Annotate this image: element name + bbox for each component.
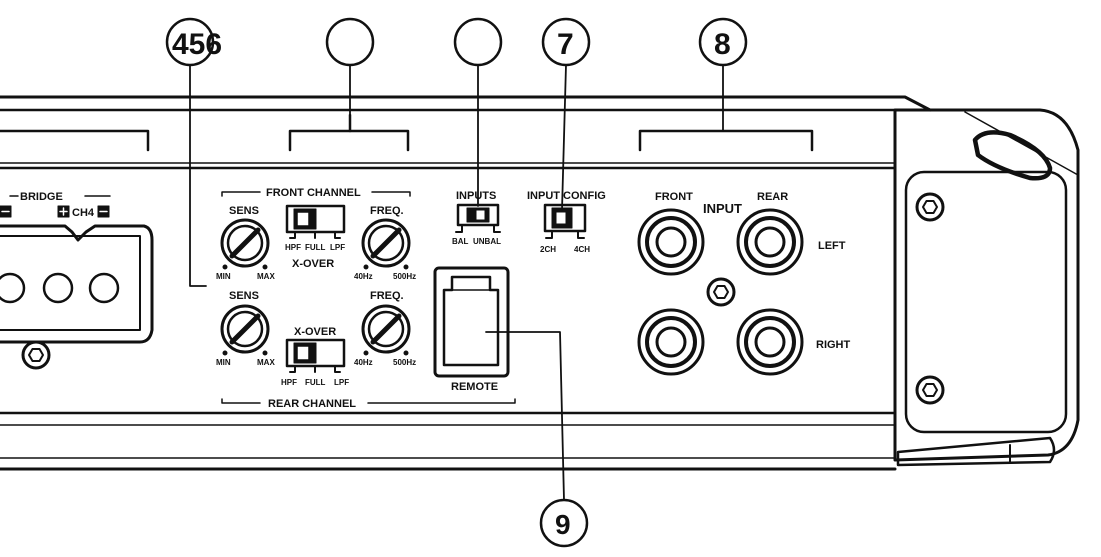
rear-xover-switch[interactable]: [285, 338, 346, 373]
rear-scale-dots: [222, 350, 409, 356]
front-xover-switch[interactable]: [285, 204, 346, 239]
front-sens-label: SENS: [229, 205, 259, 217]
callout-9: 9: [555, 509, 571, 540]
group-brackets: [0, 113, 814, 152]
chassis: [0, 95, 1080, 471]
rca-front-label: FRONT: [655, 191, 693, 203]
callout-8: 8: [714, 28, 731, 61]
ch4-label: CH4: [72, 207, 95, 219]
front-min-label: MIN: [216, 272, 231, 281]
front-500hz-label: 500Hz: [393, 272, 416, 281]
input-config-switch[interactable]: [543, 203, 587, 239]
rear-sens-knob[interactable]: [220, 304, 270, 354]
inputs-unbal-label: UNBAL: [473, 237, 501, 246]
rear-full-label: FULL: [305, 378, 326, 387]
front-sens-knob[interactable]: [220, 218, 270, 268]
front-xover-label: X-OVER: [292, 258, 334, 270]
remote-label: REMOTE: [451, 381, 498, 393]
front-channel-section: [221, 191, 411, 197]
rear-channel-title: REAR CHANNEL: [268, 398, 356, 410]
remote-port[interactable]: [433, 266, 510, 378]
rear-hpf-label: HPF: [281, 378, 297, 387]
speaker-terminal-block: [0, 195, 154, 344]
front-hpf-label: HPF: [285, 243, 301, 252]
rear-freq-label: FREQ.: [370, 290, 404, 302]
rca-front-left[interactable]: [637, 208, 705, 276]
rca-left-label: LEFT: [818, 240, 846, 252]
callout-7: 7: [557, 28, 574, 61]
input-config-4ch-label: 4CH: [574, 245, 590, 254]
front-lpf-label: LPF: [330, 243, 345, 252]
rca-input-label: INPUT: [703, 201, 742, 216]
rca-right-label: RIGHT: [816, 339, 851, 351]
chassis-screw-left: [21, 340, 51, 370]
front-40hz-label: 40Hz: [354, 272, 373, 281]
plate-screw-top: [915, 192, 945, 222]
front-max-label: MAX: [257, 272, 275, 281]
inputs-title: INPUTS: [456, 190, 496, 202]
plate-screw-bottom: [915, 375, 945, 405]
inputs-switch[interactable]: [455, 203, 501, 233]
rear-max-label: MAX: [257, 358, 275, 367]
rear-min-label: MIN: [216, 358, 231, 367]
rca-rear-left[interactable]: [736, 208, 804, 276]
rear-lpf-label: LPF: [334, 378, 349, 387]
rear-freq-knob[interactable]: [361, 304, 411, 354]
rear-40hz-label: 40Hz: [354, 358, 373, 367]
rca-rear-label: REAR: [757, 191, 788, 203]
input-config-title: INPUT CONFIG: [527, 190, 606, 202]
rca-rear-right[interactable]: [736, 308, 804, 376]
rear-channel-bracket: [221, 398, 516, 404]
callout-leaders: [189, 64, 724, 501]
callout-456: 456: [172, 28, 222, 61]
bridge-label: BRIDGE: [20, 191, 63, 203]
rear-xover-label: X-OVER: [294, 326, 336, 338]
front-scale-dots: [222, 264, 409, 270]
rear-sens-label: SENS: [229, 290, 259, 302]
front-channel-title: FRONT CHANNEL: [266, 187, 361, 199]
front-freq-label: FREQ.: [370, 205, 404, 217]
rear-500hz-label: 500Hz: [393, 358, 416, 367]
front-freq-knob[interactable]: [361, 218, 411, 268]
input-config-2ch-label: 2CH: [540, 245, 556, 254]
rca-front-right[interactable]: [637, 308, 705, 376]
inputs-bal-label: BAL: [452, 237, 469, 246]
rca-center-screw: [706, 277, 736, 307]
front-full-label: FULL: [305, 243, 326, 252]
